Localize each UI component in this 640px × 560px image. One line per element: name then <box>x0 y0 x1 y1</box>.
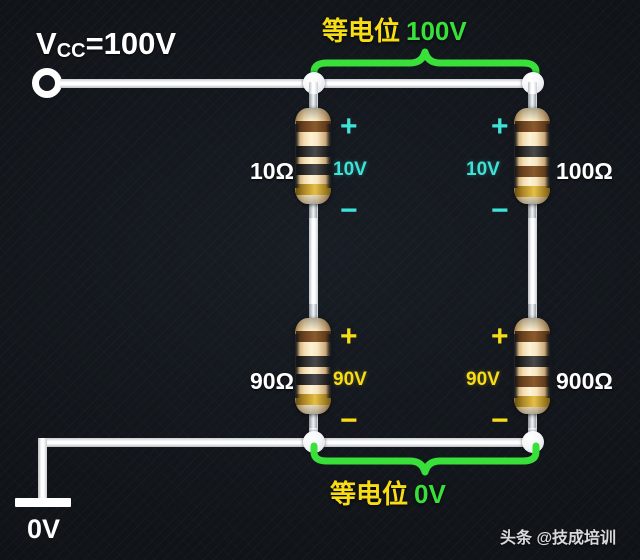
polarity-plus-bottom-right: + <box>491 320 509 353</box>
polarity-plus-bottom-left: + <box>340 320 358 353</box>
voltage-label-top-left: 10V <box>333 159 367 180</box>
brace-top-icon <box>310 48 540 82</box>
equipotential-top-value: 100V <box>406 16 467 46</box>
voltage-label-bottom-left: 90V <box>333 369 367 390</box>
resistor-lead-top <box>528 304 536 322</box>
brace-bottom-icon <box>310 442 540 476</box>
resistor-shade-right <box>326 334 333 398</box>
vcc-subscript: CC <box>56 40 86 62</box>
color-band-1 <box>296 331 331 342</box>
resistor-bottom-right[interactable] <box>512 304 552 428</box>
polarity-plus-top-left: + <box>340 110 358 143</box>
resistor-shade-left <box>512 124 519 188</box>
node-bottom-left[interactable] <box>303 431 325 453</box>
wire-bottom-rail <box>38 438 540 447</box>
polarity-minus-bottom-left: − <box>340 404 358 437</box>
resistor-lead-top <box>528 94 536 112</box>
polarity-minus-bottom-right: − <box>491 404 509 437</box>
resistor-body <box>514 318 550 414</box>
polarity-minus-top-right: − <box>491 194 509 227</box>
resistor-shade-right <box>326 124 333 188</box>
polarity-plus-top-right: + <box>491 110 509 143</box>
resistor-lead-bottom <box>528 410 536 428</box>
resistor-body <box>295 108 331 204</box>
color-band-1 <box>515 121 550 132</box>
color-band-4 <box>296 394 331 405</box>
color-band-2 <box>296 146 331 157</box>
voltage-label-top-right: 10V <box>466 159 500 180</box>
ground-symbol-icon <box>15 498 71 507</box>
resistor-shade-left <box>512 334 519 398</box>
equipotential-bottom-value: 0V <box>414 479 446 509</box>
color-band-1 <box>515 331 550 342</box>
wire-ground-stem <box>38 438 47 504</box>
color-band-3 <box>515 376 550 387</box>
resistor-top-left[interactable] <box>293 94 333 218</box>
resistor-lead-bottom <box>309 200 317 218</box>
resistor-shade-right <box>545 334 552 398</box>
resistor-lead-top <box>309 94 317 112</box>
color-band-3 <box>515 166 550 177</box>
resistor-shade-right <box>545 124 552 188</box>
resistor-shade-left <box>293 334 300 398</box>
wire-right-branch <box>528 82 537 447</box>
color-band-1 <box>296 121 331 132</box>
color-band-4 <box>296 184 331 195</box>
wire-left-branch <box>309 82 318 447</box>
resistance-label-top-right: 100Ω <box>556 158 613 184</box>
watermark-text: 头条 @技成培训 <box>500 530 617 547</box>
resistor-bottom-left[interactable] <box>293 304 333 428</box>
resistance-label-top-left: 10Ω <box>250 158 295 184</box>
ground-label: 0V <box>27 514 61 544</box>
color-band-2 <box>515 356 550 367</box>
equipotential-top-text: 等电位 <box>322 16 401 46</box>
equipotential-bottom-text: 等电位 <box>330 479 409 509</box>
wire-top-rail <box>60 79 540 88</box>
color-band-4 <box>515 396 550 407</box>
resistor-body <box>295 318 331 414</box>
color-band-4 <box>515 186 550 197</box>
color-band-2 <box>515 146 550 157</box>
resistor-body <box>514 108 550 204</box>
polarity-minus-top-left: − <box>340 194 358 227</box>
vcc-label: VCC=100V <box>36 26 177 62</box>
resistor-top-right[interactable] <box>512 94 552 218</box>
supply-terminal-node[interactable] <box>32 68 62 98</box>
vcc-value: =100V <box>85 26 177 61</box>
vcc-prefix: V <box>36 26 57 61</box>
resistor-lead-bottom <box>309 410 317 428</box>
resistor-lead-bottom <box>528 200 536 218</box>
color-band-3 <box>296 164 331 175</box>
resistor-shade-left <box>293 124 300 188</box>
voltage-label-bottom-right: 90V <box>466 369 500 390</box>
resistor-lead-top <box>309 304 317 322</box>
color-band-2 <box>296 356 331 367</box>
color-band-3 <box>296 374 331 385</box>
resistance-label-bottom-right: 900Ω <box>556 368 613 394</box>
resistance-label-bottom-left: 90Ω <box>250 368 295 394</box>
